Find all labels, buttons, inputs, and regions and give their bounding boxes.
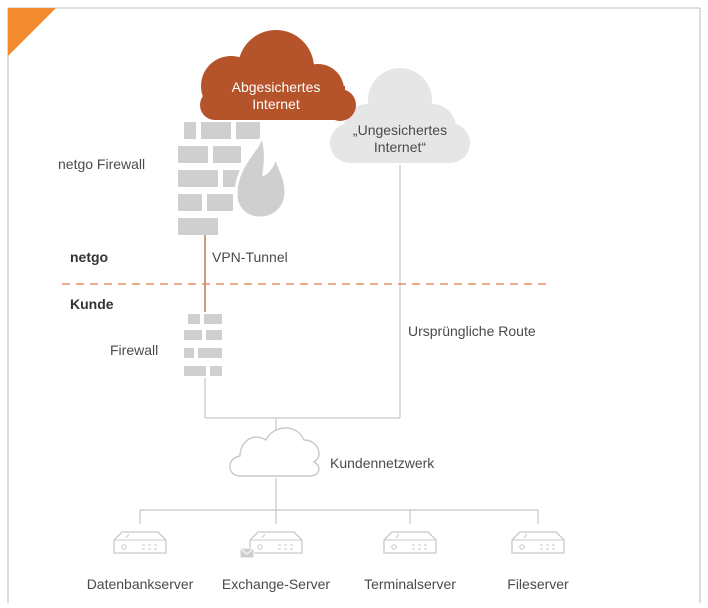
customer-cloud-icon [229,427,320,477]
envelope-icon [239,547,255,559]
customer-firewall-icon [184,314,222,376]
server-label: Exchange-Server [221,576,331,592]
netgo-firewall-label: netgo Firewall [58,156,146,172]
servers-layer [113,531,565,559]
unsecured-cloud-label: „Ungesichertes Internet“ [340,122,460,156]
server-label: Datenbankserver [86,576,194,592]
secured-cloud-label: Abgesichertes Internet [216,79,336,113]
corner-accent [8,8,56,56]
netgo-zone-label: netgo [70,249,109,265]
server-icon [511,531,565,554]
server-label: Terminalserver [364,576,456,592]
unsecured-cloud-icon [330,68,470,163]
vpn-tunnel-label: VPN-Tunnel [212,249,288,265]
customer-firewall-label: Firewall [110,342,159,358]
secured-cloud-line1: Abgesichertes [231,79,321,95]
original-route-label: Ursprüngliche Route [408,323,536,339]
secured-cloud-icon [200,30,356,121]
mail-server-icon [239,531,303,559]
unsecured-cloud-line1: „Ungesichertes [352,122,448,138]
secured-cloud-line2: Internet [252,96,300,112]
netgo-firewall-icon [178,122,288,235]
server-icon [383,531,437,554]
server-label: Fileserver [507,576,569,592]
customer-network-label: Kundennetzwerk [330,455,435,471]
server-icon [113,531,167,554]
kunde-zone-label: Kunde [70,296,114,312]
unsecured-cloud-line2: Internet“ [373,139,427,155]
